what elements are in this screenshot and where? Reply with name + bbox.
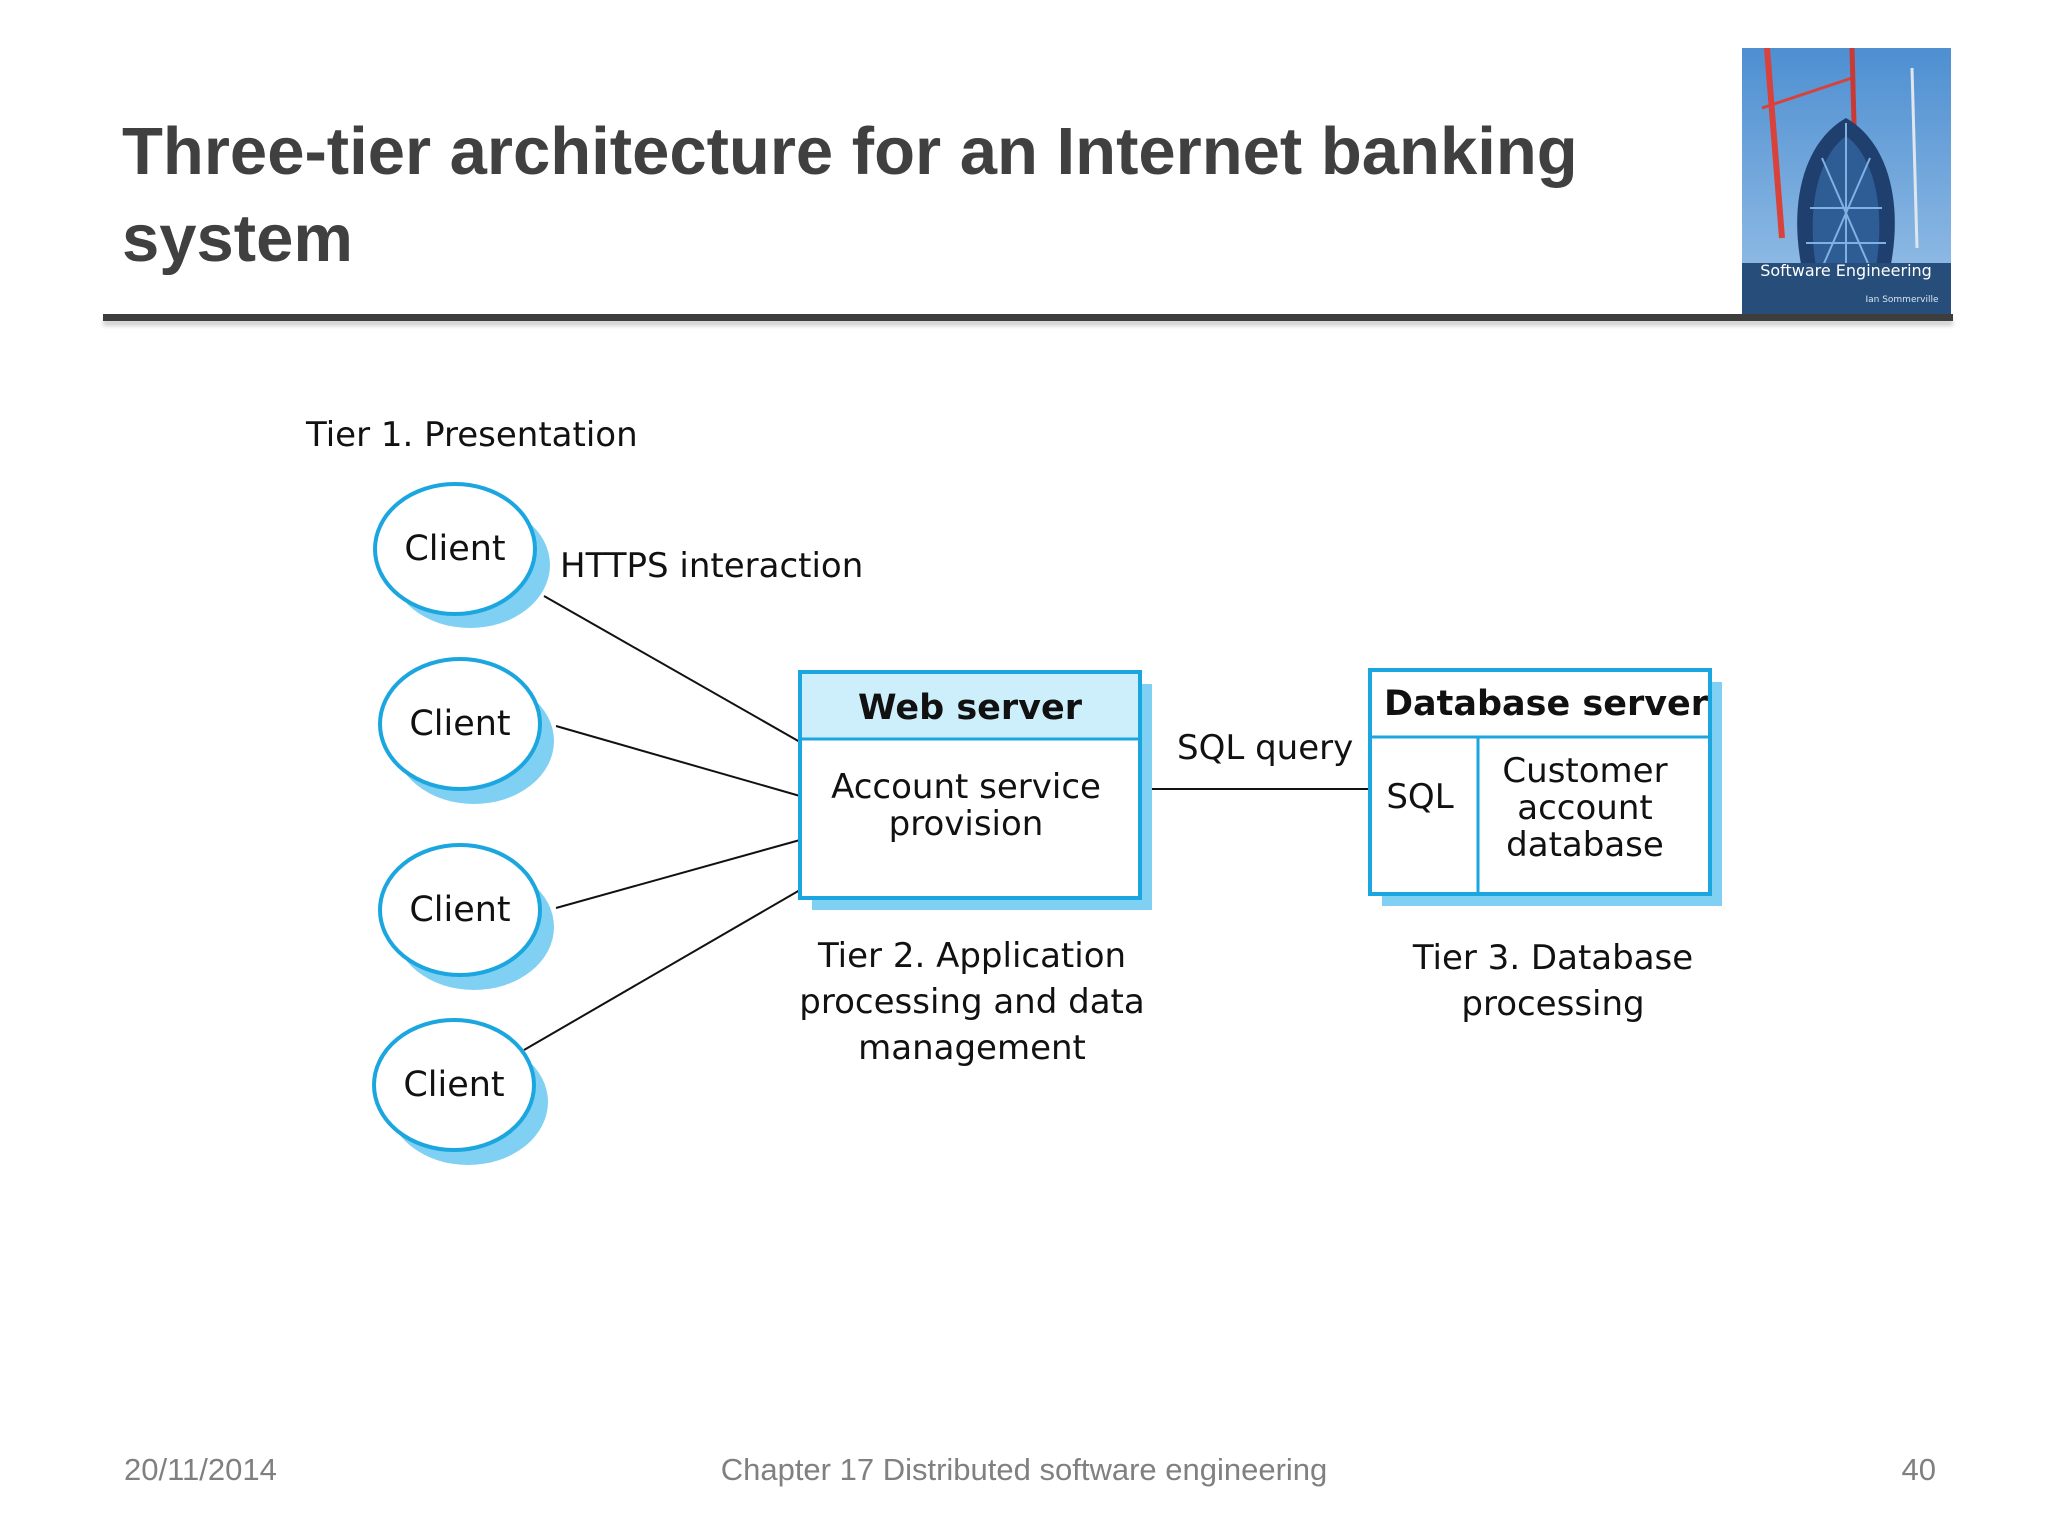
client-label: Client [404, 529, 505, 569]
slide-title: Three-tier architecture for an Internet … [122, 114, 1578, 276]
web-server-body-line-2: provision [889, 804, 1044, 844]
client-3-connection [555, 839, 801, 909]
client-label: Client [409, 704, 510, 744]
client-node-2: Client [378, 657, 554, 804]
database-server-title: Database server [1384, 684, 1709, 724]
client-label: Client [403, 1065, 504, 1105]
book-cover-image: Software Engineering Ian Sommerville [1742, 48, 1951, 321]
book-cover-title: Software Engineering [1760, 261, 1932, 280]
client-label: Client [409, 890, 510, 930]
database-sql-label: SQL [1386, 777, 1453, 817]
customer-database-line-2: account [1517, 788, 1652, 828]
footer-date: 20/11/2014 [124, 1452, 277, 1487]
web-server-body-line-1: Account service [831, 767, 1101, 807]
sql-query-label: SQL query [1177, 728, 1353, 768]
tier3-label-line-2: processing [1461, 984, 1644, 1024]
web-server-title: Web server [858, 688, 1083, 728]
client-node-1: Client [373, 482, 550, 628]
web-server-box: Web server Account service provision [798, 670, 1152, 910]
tier1-label: Tier 1. Presentation [305, 415, 638, 455]
client-4-connection [523, 889, 801, 1051]
customer-database-line-1: Customer [1502, 751, 1667, 791]
https-interaction-label: HTTPS interaction [560, 546, 863, 586]
title-rule [103, 314, 1953, 321]
footer-page-number: 40 [1901, 1452, 1936, 1487]
database-server-box: Database server SQL Customer account dat… [1368, 668, 1722, 906]
tier2-label-line-1: Tier 2. Application [817, 936, 1126, 976]
customer-database-line-3: database [1506, 825, 1664, 865]
client-node-3: Client [378, 843, 554, 990]
client-1-connection [543, 595, 801, 743]
book-cover-author: Ian Sommerville [1865, 295, 1939, 305]
tier2-label-line-2: processing and data [799, 982, 1144, 1022]
footer-chapter: Chapter 17 Distributed software engineer… [720, 1452, 1328, 1487]
tier2-label-line-3: management [858, 1028, 1086, 1068]
client-2-connection [555, 725, 801, 797]
client-node-4: Client [372, 1018, 548, 1165]
tier3-label-line-1: Tier 3. Database [1412, 938, 1693, 978]
